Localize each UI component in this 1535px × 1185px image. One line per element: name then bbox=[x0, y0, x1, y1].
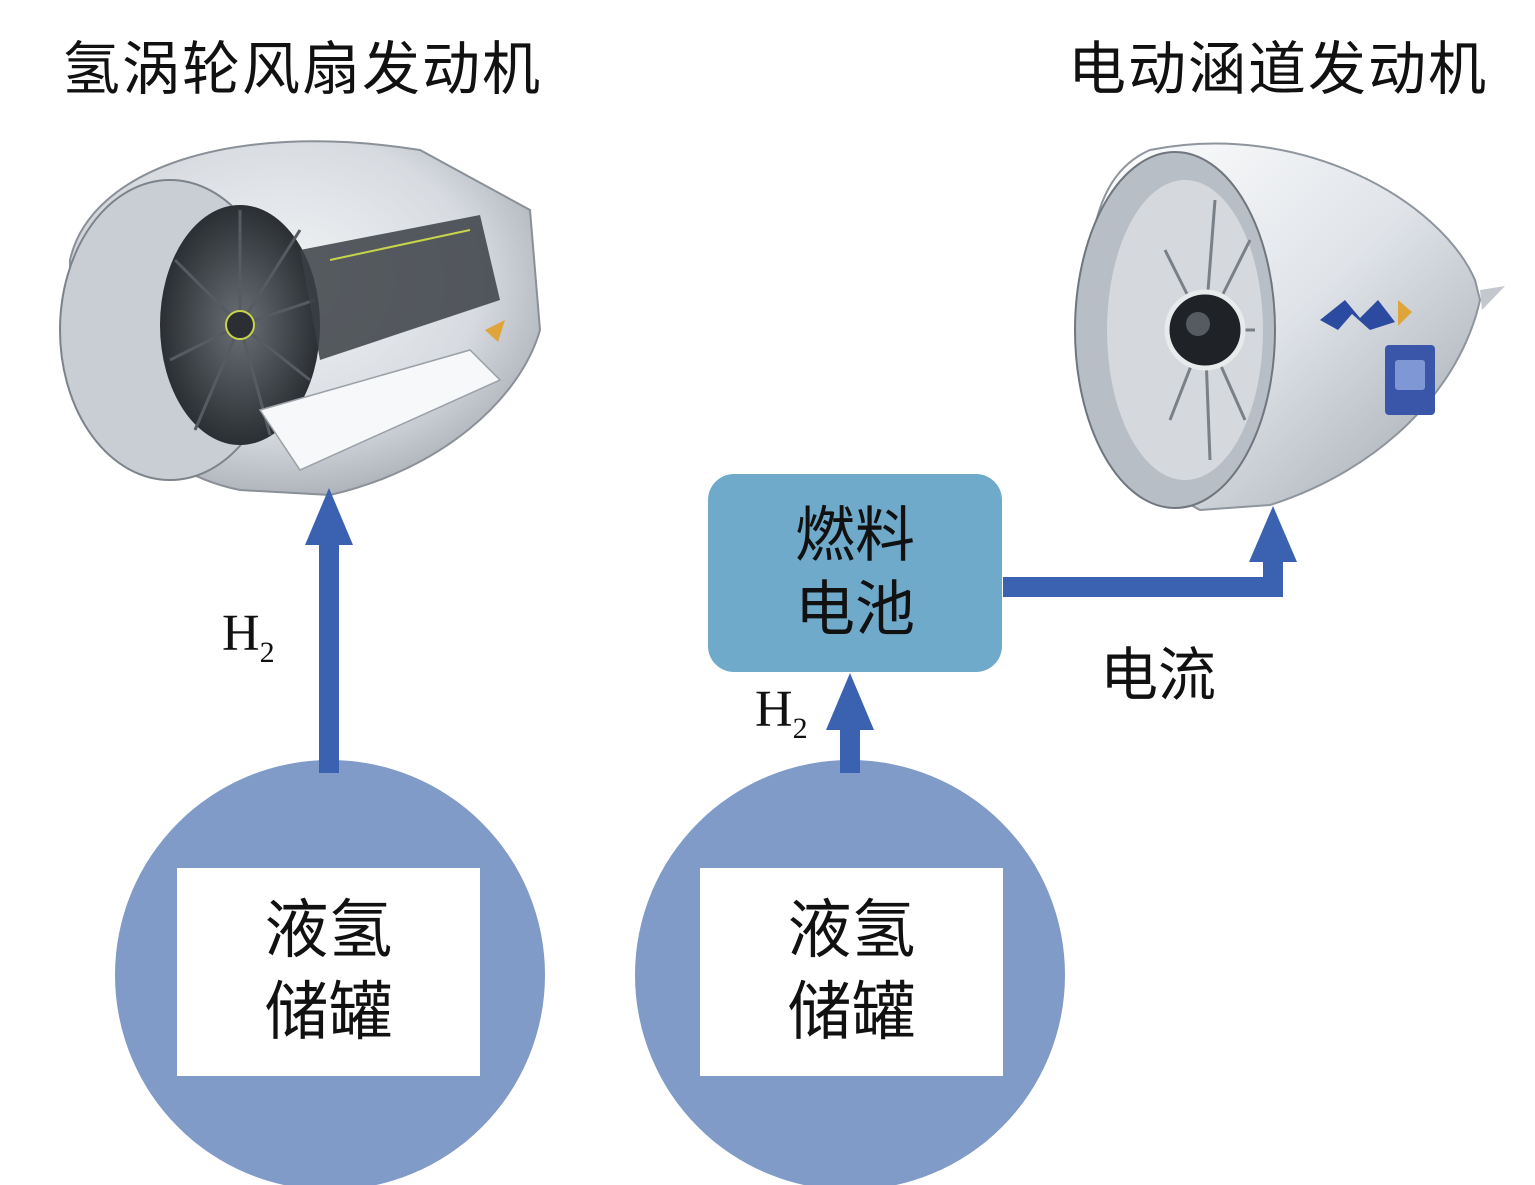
left-h2-main: H bbox=[222, 605, 260, 662]
right-tank-label-box: 液氢 储罐 bbox=[700, 868, 1003, 1076]
left-h2-subscript: 2 bbox=[259, 636, 275, 669]
turbofan-engine-illustration bbox=[59, 140, 542, 497]
fuel-cell-label-line2: 电池 bbox=[795, 575, 915, 645]
left-tank-label-box: 液氢 储罐 bbox=[177, 868, 480, 1076]
left-h2-arrow bbox=[305, 488, 353, 773]
turbofan-title: 氢涡轮风扇发动机 bbox=[62, 35, 543, 103]
right-h2-label: H2 bbox=[755, 680, 808, 746]
fuel-cell-box: 燃料 电池 bbox=[708, 474, 1002, 672]
right-tank-label-line2: 储罐 bbox=[787, 976, 916, 1050]
right-h2-main: H bbox=[755, 681, 793, 738]
current-arrow bbox=[1003, 506, 1297, 597]
current-label: 电流 bbox=[1100, 641, 1217, 709]
right-h2-subscript: 2 bbox=[792, 712, 808, 745]
ducted-fan-illustration bbox=[1074, 142, 1505, 512]
right-tank-label-line1: 液氢 bbox=[787, 894, 916, 968]
right-h2-arrow bbox=[826, 673, 874, 773]
fuel-cell-label-line1: 燃料 bbox=[795, 501, 915, 571]
left-tank-label-line1: 液氢 bbox=[264, 894, 393, 968]
left-h2-label: H2 bbox=[222, 604, 275, 670]
left-tank-label-line2: 储罐 bbox=[264, 976, 393, 1050]
ducted-fan-title: 电动涵道发动机 bbox=[1068, 35, 1489, 103]
